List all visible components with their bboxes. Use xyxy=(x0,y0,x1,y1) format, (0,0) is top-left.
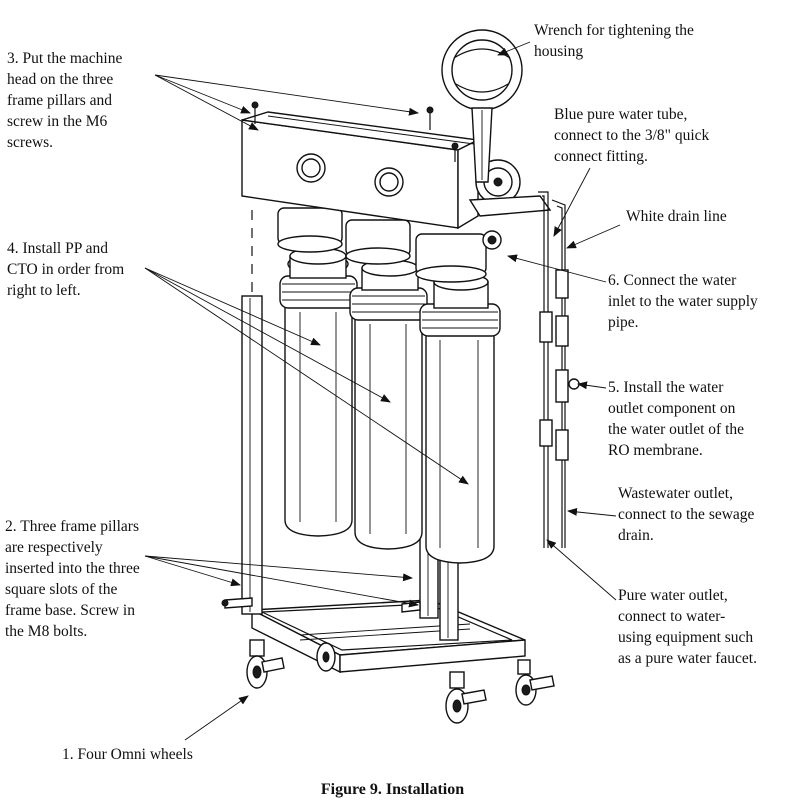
label-step-5: 5. Install the water outlet component on… xyxy=(608,379,745,459)
wheel-rear-right xyxy=(515,659,555,706)
label-step-1: 1. Four Omni wheels xyxy=(62,746,193,763)
label-step-2: 2. Three frame pillars are respectively … xyxy=(5,518,140,640)
label-step-3: 3. Put the machine head on the three fra… xyxy=(7,50,123,151)
label-blue-tube: Blue pure water tube, connect to the 3/8… xyxy=(554,106,710,165)
filter-housing-left xyxy=(279,247,358,537)
wheel-rear-left xyxy=(316,642,336,672)
leader-lines xyxy=(144,41,621,741)
wheel-front-left xyxy=(246,639,285,689)
machine-head xyxy=(241,101,552,230)
label-step-6: 6. Connect the water inlet to the water … xyxy=(608,272,758,331)
wheel-front-right xyxy=(445,671,487,724)
label-wastewater: Wastewater outlet, connect to the sewage… xyxy=(618,485,755,544)
label-white-drain: White drain line xyxy=(626,208,727,225)
frame-base xyxy=(249,599,526,674)
label-pure-outlet: Pure water outlet, connect to water- usi… xyxy=(618,587,757,667)
label-step-4: 4. Install PP and CTO in order from righ… xyxy=(7,240,125,299)
filter-housing-right xyxy=(419,273,501,564)
label-wrench: Wrench for tightening the housing xyxy=(534,22,694,60)
figure-caption: Figure 9. Installation xyxy=(320,781,465,798)
filter-housing-middle xyxy=(349,259,428,550)
filter-caps xyxy=(277,207,502,283)
